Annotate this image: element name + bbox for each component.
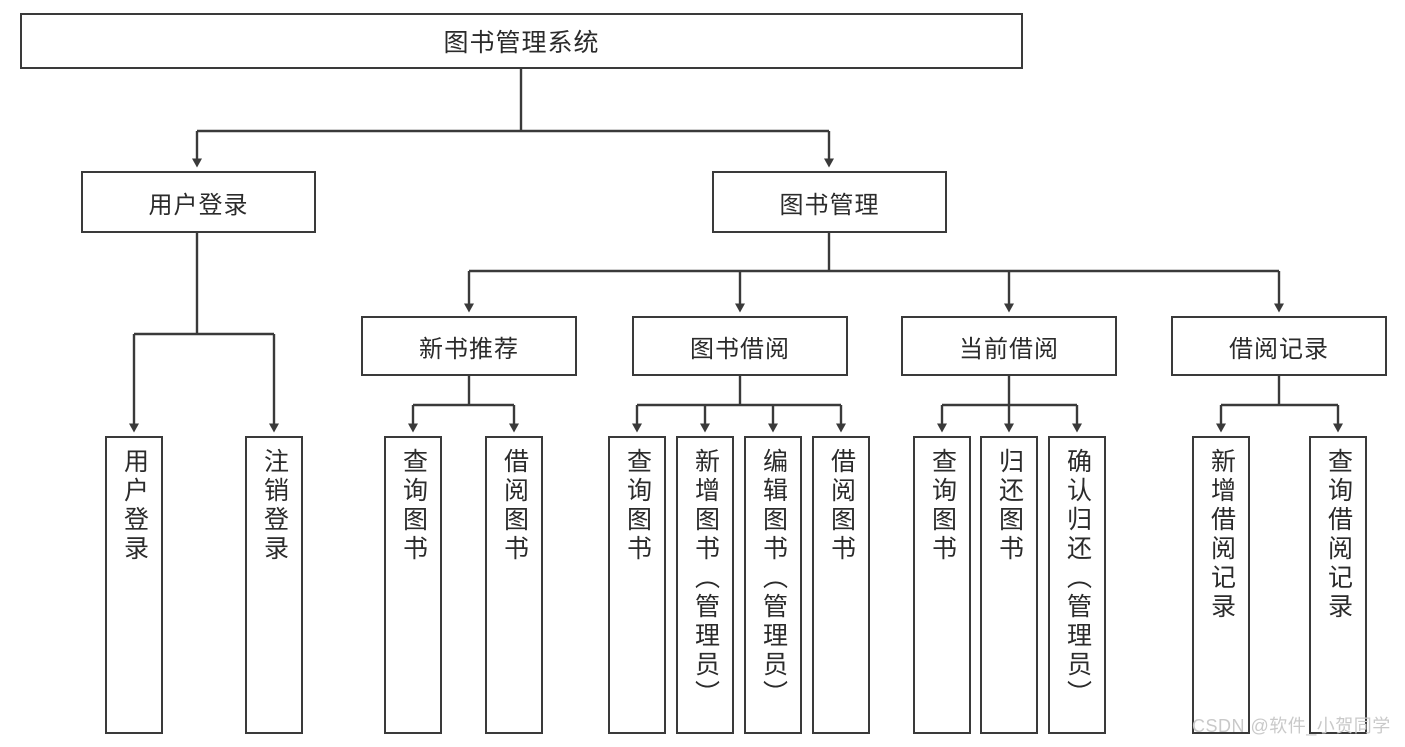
node-new-book-recommend[interactable]: 新书推荐 bbox=[361, 316, 577, 376]
node-label: 借阅记录 bbox=[1229, 335, 1329, 363]
node-root-library-system[interactable]: 图书管理系统 bbox=[20, 13, 1023, 69]
leaf-recommend-borrow-book[interactable]: 借阅图书 bbox=[485, 436, 543, 734]
leaf-user-login-logout[interactable]: 注销登录 bbox=[245, 436, 303, 734]
node-book-borrow[interactable]: 图书借阅 bbox=[632, 316, 848, 376]
node-label: 图书借阅 bbox=[690, 335, 790, 363]
node-borrow-record[interactable]: 借阅记录 bbox=[1171, 316, 1387, 376]
node-label: 确认归还（管理员） bbox=[1063, 448, 1092, 709]
node-label: 查询图书 bbox=[399, 448, 428, 564]
leaf-borrow-borrow-book[interactable]: 借阅图书 bbox=[812, 436, 870, 734]
node-label: 用户登录 bbox=[148, 191, 249, 219]
leaf-record-query-record[interactable]: 查询借阅记录 bbox=[1309, 436, 1367, 734]
node-label: 新增借阅记录 bbox=[1207, 448, 1236, 622]
node-label: 查询借阅记录 bbox=[1324, 448, 1353, 622]
leaf-user-login-login[interactable]: 用户登录 bbox=[105, 436, 163, 734]
node-label: 用户登录 bbox=[120, 448, 149, 564]
node-label: 归还图书 bbox=[995, 448, 1024, 564]
node-label: 借阅图书 bbox=[500, 448, 529, 564]
leaf-borrow-add-book-admin[interactable]: 新增图书（管理员） bbox=[676, 436, 734, 734]
leaf-borrow-query-book[interactable]: 查询图书 bbox=[608, 436, 666, 734]
node-current-borrow[interactable]: 当前借阅 bbox=[901, 316, 1117, 376]
leaf-record-add-record[interactable]: 新增借阅记录 bbox=[1192, 436, 1250, 734]
node-label: 新增图书（管理员） bbox=[691, 448, 720, 709]
node-book-management[interactable]: 图书管理 bbox=[712, 171, 947, 233]
node-label: 图书管理系统 bbox=[443, 29, 600, 57]
leaf-current-confirm-return-admin[interactable]: 确认归还（管理员） bbox=[1048, 436, 1106, 734]
node-label: 查询图书 bbox=[928, 448, 957, 564]
leaf-borrow-edit-book-admin[interactable]: 编辑图书（管理员） bbox=[744, 436, 802, 734]
node-label: 当前借阅 bbox=[959, 335, 1059, 363]
csdn-watermark: CSDN @软件_小贺同学 bbox=[1192, 716, 1391, 736]
node-label: 查询图书 bbox=[623, 448, 652, 564]
node-label: 借阅图书 bbox=[827, 448, 856, 564]
node-user-login[interactable]: 用户登录 bbox=[81, 171, 316, 233]
node-label: 图书管理 bbox=[779, 191, 880, 219]
node-label: 编辑图书（管理员） bbox=[759, 448, 788, 709]
node-label: 注销登录 bbox=[260, 448, 289, 564]
leaf-current-return-book[interactable]: 归还图书 bbox=[980, 436, 1038, 734]
leaf-current-query-book[interactable]: 查询图书 bbox=[913, 436, 971, 734]
node-label: 新书推荐 bbox=[419, 335, 519, 363]
leaf-recommend-query-book[interactable]: 查询图书 bbox=[384, 436, 442, 734]
